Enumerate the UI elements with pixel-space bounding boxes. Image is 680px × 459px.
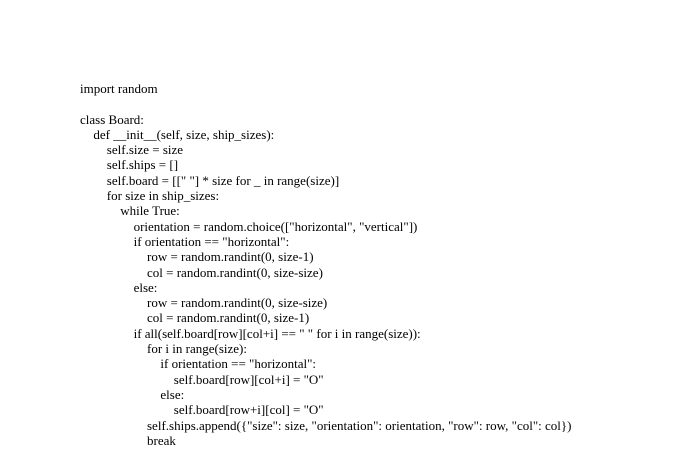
code-line: break <box>147 432 176 448</box>
code-line: self.ships = [] <box>106 157 179 173</box>
code-line: else: <box>160 386 185 402</box>
code-line: self.board = [[" "] * size for _ in rang… <box>106 172 340 188</box>
code-line: self.ships.append({"size": size, "orient… <box>147 417 572 433</box>
code-line: for i in range(size): <box>147 341 247 357</box>
code-line: self.size = size <box>106 142 184 158</box>
code-line: if orientation == "horizontal": <box>133 233 290 249</box>
blank-line <box>80 96 670 111</box>
code-line: if orientation == "horizontal": <box>160 356 316 372</box>
code-line: else: <box>133 279 158 295</box>
code-line: for size in ship_sizes: <box>106 188 220 204</box>
code-line: class Board: <box>80 111 144 127</box>
code-line: while True: <box>120 203 180 219</box>
code-line: col = random.randint(0, size-1) <box>147 310 310 326</box>
code-line: row = random.randint(0, size-1) <box>147 249 314 265</box>
code-line: col = random.randint(0, size-size) <box>147 264 323 280</box>
code-line: self.board[row+i][col] = "O" <box>173 402 324 418</box>
code-line: row = random.randint(0, size-size) <box>147 295 328 311</box>
code-line: import random <box>80 81 158 96</box>
code-line: if all(self.board[row][col+i] == " " for… <box>133 325 421 341</box>
code-line: orientation = random.choice(["horizontal… <box>133 218 418 234</box>
code-line: def __init__(self, size, ship_sizes): <box>93 126 275 142</box>
code-listing: import random class Board:def __init__(se… <box>80 81 670 448</box>
code-line: self.board[row][col+i] = "O" <box>173 371 324 387</box>
